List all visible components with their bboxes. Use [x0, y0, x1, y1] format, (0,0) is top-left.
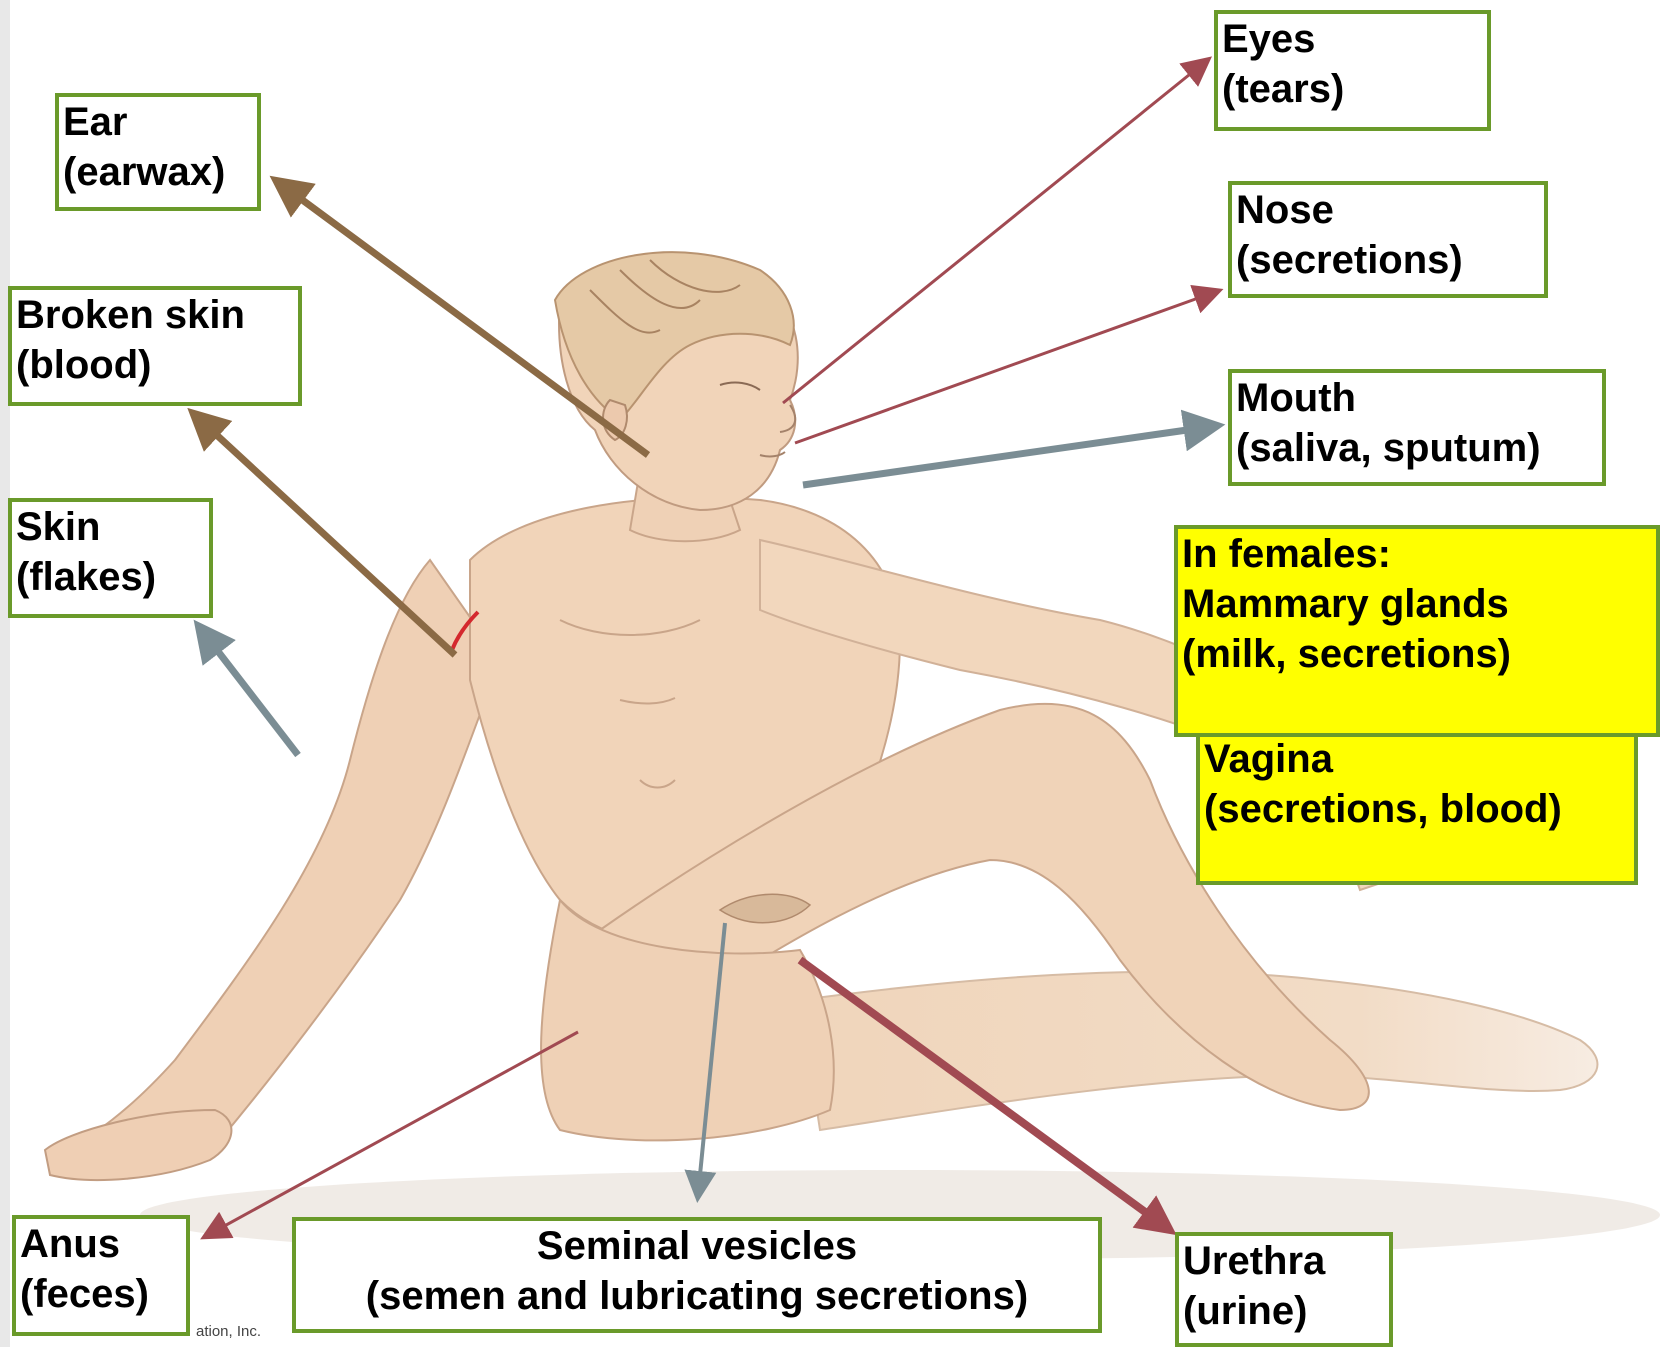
label-ear-title: Ear: [63, 97, 253, 147]
label-mouth-title: Mouth: [1236, 373, 1598, 423]
seminal-arrow: [698, 923, 725, 1195]
label-anus-detail: (feces): [20, 1269, 182, 1319]
label-urethra: Urethra (urine): [1175, 1232, 1393, 1347]
anus-arrow: [208, 1032, 578, 1235]
broken-skin-arrow: [195, 415, 455, 655]
label-vagina-detail: (secretions, blood): [1204, 784, 1630, 834]
label-ear: Ear (earwax): [55, 93, 261, 211]
label-seminal-vesicles: Seminal vesicles (semen and lubricating …: [292, 1217, 1102, 1333]
label-broken-skin: Broken skin (blood): [8, 286, 302, 406]
label-nose: Nose (secretions): [1228, 181, 1548, 298]
urethra-arrow: [800, 960, 1167, 1228]
label-females: In females: Mammary glands (milk, secret…: [1174, 525, 1660, 737]
label-seminal-title: Seminal vesicles: [300, 1221, 1094, 1271]
label-females-heading: In females:: [1182, 529, 1652, 579]
label-broken-skin-title: Broken skin: [16, 290, 294, 340]
label-urethra-detail: (urine): [1183, 1286, 1385, 1336]
label-eyes-title: Eyes: [1222, 14, 1483, 64]
ear-arrow: [278, 182, 648, 455]
label-seminal-detail: (semen and lubricating secretions): [300, 1271, 1094, 1321]
label-eyes-detail: (tears): [1222, 64, 1483, 114]
label-vagina-title: Vagina: [1204, 734, 1630, 784]
label-nose-title: Nose: [1236, 185, 1540, 235]
skin-arrow: [200, 628, 298, 755]
label-skin-title: Skin: [16, 502, 205, 552]
label-females-detail: (milk, secretions): [1182, 629, 1652, 679]
label-ear-detail: (earwax): [63, 147, 253, 197]
label-mouth: Mouth (saliva, sputum): [1228, 369, 1606, 486]
label-anus: Anus (feces): [12, 1215, 190, 1336]
label-broken-skin-detail: (blood): [16, 340, 294, 390]
label-eyes: Eyes (tears): [1214, 10, 1491, 131]
eyes-arrow: [783, 62, 1205, 403]
nose-arrow: [795, 292, 1215, 443]
label-skin: Skin (flakes): [8, 498, 213, 618]
label-urethra-title: Urethra: [1183, 1236, 1385, 1286]
label-nose-detail: (secretions): [1236, 235, 1540, 285]
mouth-arrow: [803, 426, 1215, 485]
image-credit: ation, Inc.: [196, 1323, 261, 1340]
label-skin-detail: (flakes): [16, 552, 205, 602]
label-mouth-detail: (saliva, sputum): [1236, 423, 1598, 473]
label-anus-title: Anus: [20, 1219, 182, 1269]
label-females-title: Mammary glands: [1182, 579, 1652, 629]
